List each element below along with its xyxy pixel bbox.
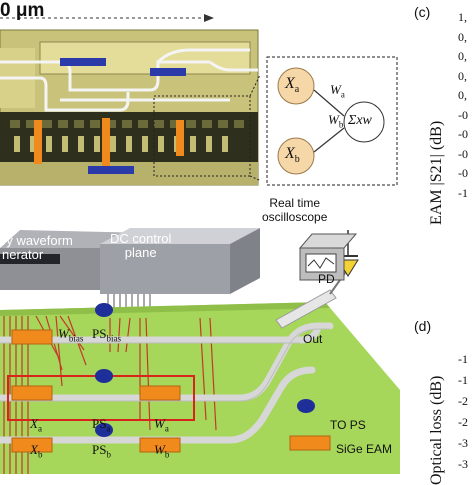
- neuron-sum: Σxw: [348, 113, 372, 128]
- eam-right: [102, 118, 110, 166]
- ps-b: [95, 423, 113, 437]
- phase-shifter-mid: [150, 68, 186, 76]
- scale-bar-label: 0 μm: [0, 0, 45, 21]
- dc-control-plane-label: DC control plane: [110, 231, 172, 260]
- chip-micrograph: [0, 29, 260, 186]
- phase-shifter-low: [88, 166, 134, 174]
- neuron-weight-a: Wa: [330, 82, 345, 100]
- psa-label: PSa: [92, 416, 111, 434]
- panel-c-tick-label: -0: [458, 107, 468, 122]
- scale-bar-arrow: [0, 14, 214, 22]
- panel-c-tick-label: 1,: [458, 10, 467, 24]
- ps-bias-label: PSbias: [92, 326, 121, 344]
- neuron-input-a: Xa: [285, 75, 300, 96]
- panel-c-tick-label: -0: [458, 127, 468, 141]
- ps-a: [95, 369, 113, 383]
- panel-c-tick-label: -1: [458, 185, 468, 200]
- panel-c-tick-label: 0,: [458, 88, 467, 102]
- eam-w-b: [139, 437, 181, 453]
- eam-x-b: [11, 437, 53, 453]
- xa-label: Xa: [30, 416, 42, 434]
- panel-d-tick-label: -3: [458, 436, 468, 450]
- panel-c-tick-label: 0,: [458, 68, 467, 83]
- panel-d-tick-label: -1: [458, 373, 468, 387]
- panel-c-ylabel: EAM |S21| (dB): [428, 120, 445, 225]
- panel-c-letter: (c): [414, 4, 431, 20]
- sige-eam-label: SiGe EAM: [336, 442, 393, 456]
- out-label: Out: [303, 332, 323, 346]
- eam-w-bias: [11, 329, 53, 345]
- neuron-weight-b: Wb: [328, 112, 344, 130]
- wa-label: Wa: [154, 416, 169, 434]
- panel-d-tick-label: -3: [458, 457, 468, 471]
- xb-label: Xb: [30, 442, 43, 460]
- panel-c-tick-label: 0,: [458, 29, 467, 44]
- phase-shifter-top: [60, 58, 106, 66]
- psb-label: PSb: [92, 442, 111, 460]
- panel-d-letter: (d): [414, 318, 432, 334]
- panel-c-tick-label: 0,: [458, 49, 467, 63]
- w-bias-label: Wbias: [58, 326, 84, 344]
- panel-d-ylabel: Optical loss (dB): [428, 375, 445, 485]
- ps-legend: [297, 399, 315, 413]
- chip-setup-scene: [0, 228, 400, 474]
- eam-w-a: [139, 385, 181, 401]
- panel-c-tick-label: -0: [458, 146, 468, 161]
- eam-legend: [289, 435, 331, 451]
- wb-label: Wb: [154, 442, 170, 460]
- oscilloscope: [298, 233, 358, 281]
- eam-left: [34, 120, 42, 164]
- panel-d-tick-label: -2: [458, 415, 468, 429]
- eam-far: [176, 120, 184, 156]
- oscilloscope-label: Real time oscilloscope: [262, 196, 328, 224]
- panel-c-tick-label: -0: [458, 166, 468, 180]
- neuron-input-b: Xb: [285, 145, 300, 166]
- ps-bias: [95, 303, 113, 317]
- neuron-inset: [266, 56, 398, 186]
- panel-d-tick-label: -2: [458, 394, 468, 408]
- eam-x-a: [11, 385, 53, 401]
- waveform-generator-label: ry waveform nerator: [2, 233, 73, 262]
- pd-label: PD: [318, 272, 335, 286]
- to-ps-label: TO PS: [330, 418, 366, 432]
- panel-d-tick-label: -1: [458, 352, 468, 366]
